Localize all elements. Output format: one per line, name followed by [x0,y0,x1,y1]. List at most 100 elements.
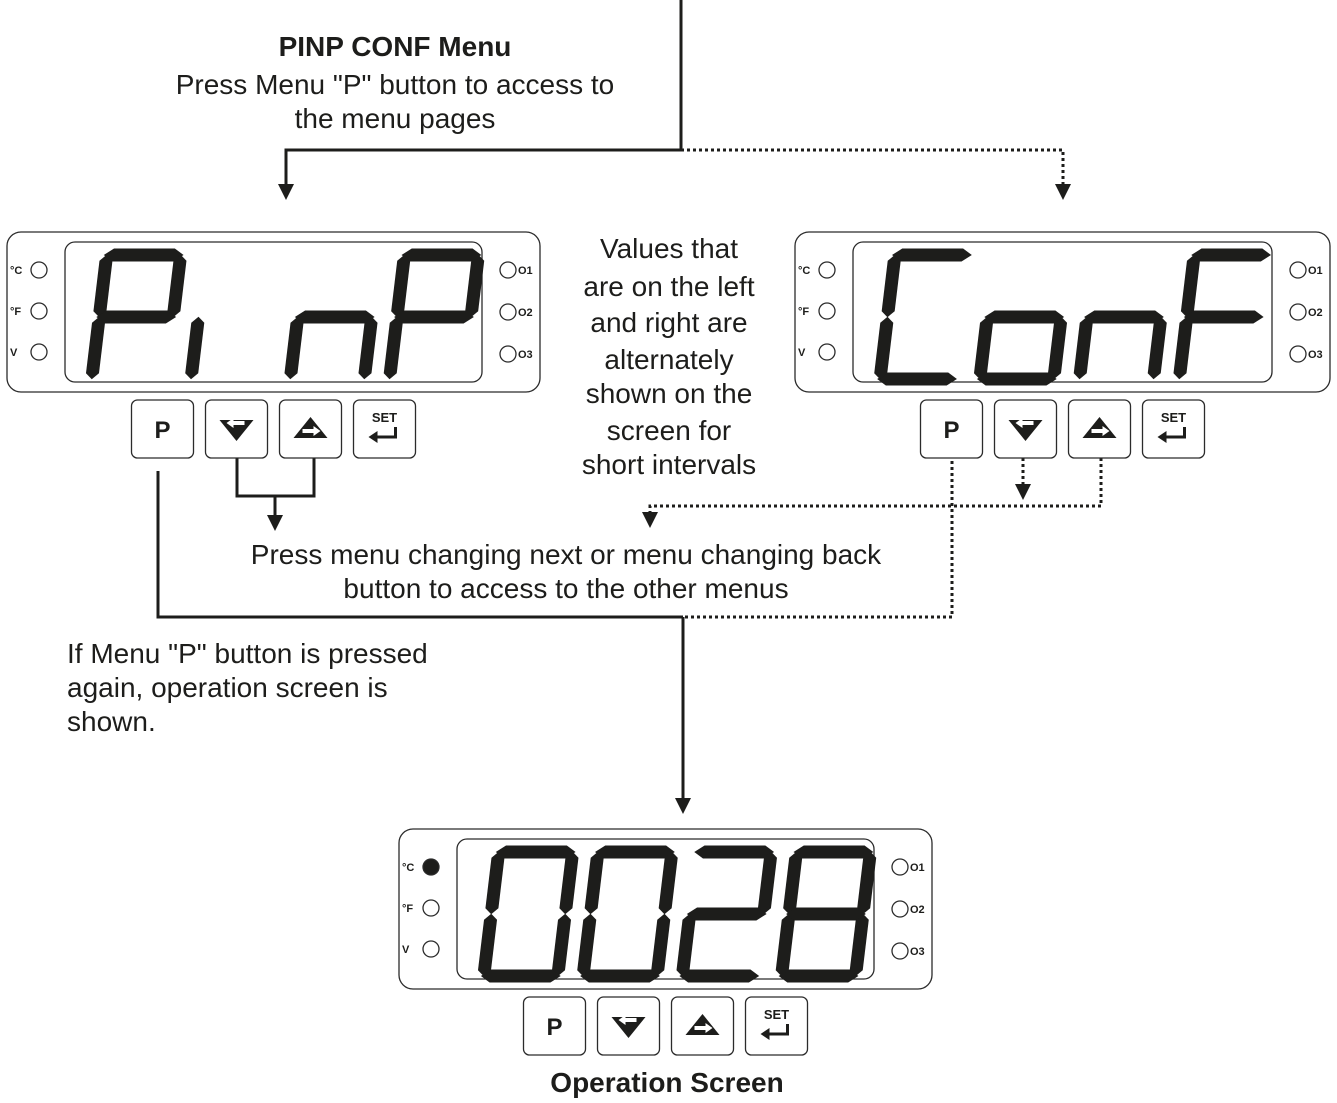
enter-arrow-icon [368,427,397,443]
captions: PINP CONF Menu Press Menu "P" button to … [67,31,882,1098]
set-button[interactable]: SET [1141,399,1206,459]
display-segment [792,845,875,859]
flow-connectors [156,0,1103,814]
display-window [64,241,483,383]
set-button-label: SET [1161,410,1186,425]
display-segment [393,310,475,324]
display-segment [678,969,760,983]
display-segment [693,845,775,859]
display-segment [294,310,376,324]
output-indicator-label: O1 [518,265,533,277]
unit-indicator-label: °F [10,306,21,318]
alternate-note-line-7: short intervals [582,449,756,480]
set-button-label: SET [372,410,397,425]
output-led [891,942,909,960]
enter-arrow-icon [1157,427,1186,443]
menu-button[interactable]: P [522,996,587,1056]
alternate-note-line-5: shown on the [586,378,753,409]
output-indicator-label: O3 [1308,349,1323,361]
back-arrow-icon [611,1015,646,1038]
output-led [1289,345,1307,363]
back-arrow-icon [1008,418,1043,441]
back-button[interactable] [596,996,661,1056]
unit-led [818,343,836,361]
alternate-note-line-1: Values that [600,233,738,264]
display-window [852,241,1273,383]
display-segment [1083,310,1165,324]
unit-led [30,261,48,279]
alternate-note-line-3: and right are [590,307,747,338]
enter-arrow-icon [760,1024,789,1040]
unit-led [422,940,440,958]
back-button[interactable] [993,399,1058,459]
menu-button-label: P [546,1014,562,1041]
back-arrow-icon [219,418,254,441]
display-segment [579,969,661,983]
output-indicator-label: O3 [518,349,533,361]
menu-button[interactable]: P [919,399,984,459]
display-segment [494,845,577,859]
exit-note-line-3: shown. [67,706,156,737]
intro-line-2: the menu pages [295,103,496,134]
unit-led [30,343,48,361]
output-indicator-label: O1 [1308,265,1323,277]
display-segment [1183,310,1265,324]
display-segment [785,907,867,921]
output-led [499,345,517,363]
exit-note-line-1: If Menu "P" button is pressed [67,638,428,669]
display-segment [686,907,768,921]
display-segment [480,969,562,983]
display-segment [102,248,185,262]
output-led [891,900,909,918]
unit-indicator-label: °C [10,265,22,277]
output-led [499,303,517,321]
set-button[interactable]: SET [352,399,417,459]
display-segment [891,248,973,262]
output-indicator-label: O1 [910,862,925,874]
display-segment [594,845,676,859]
operation-screen-caption: Operation Screen [550,1067,783,1098]
display-segment [777,969,860,983]
unit-indicator-label: °C [402,862,414,874]
next-button[interactable] [670,996,735,1056]
exit-note-line-2: again, operation screen is [67,672,388,703]
nav-note-line-2: button to access to the other menus [343,573,788,604]
set-button-label: SET [764,1007,789,1022]
unit-indicator-label: °F [402,903,413,915]
output-indicator-label: O2 [910,904,925,916]
display-segment [876,372,958,386]
menu-button-label: P [154,417,170,444]
unit-indicator-label: °F [798,306,809,318]
alternate-note-line-6: screen for [607,415,732,446]
unit-led [30,302,48,320]
unit-led [818,302,836,320]
output-indicator-label: O2 [518,307,533,319]
output-indicator-label: O2 [1308,307,1323,319]
unit-indicator-label: °C [798,265,810,277]
output-led [1289,303,1307,321]
menu-button[interactable]: P [130,399,195,459]
output-led [1289,261,1307,279]
unit-indicator-label: V [798,347,806,359]
set-button[interactable]: SET [744,996,809,1056]
next-button[interactable] [1067,399,1132,459]
next-arrow-icon [293,417,328,438]
next-button[interactable] [278,399,343,459]
unit-indicator-label: V [402,944,410,956]
alternate-note-line-4: alternately [604,344,733,375]
display-segment [95,310,177,324]
display-segment [983,310,1065,324]
output-indicator-label: O3 [910,946,925,958]
intro-line-1: Press Menu "P" button to access to [176,69,615,100]
unit-indicator-label: V [10,347,18,359]
next-arrow-icon [685,1014,720,1035]
diagram-title: PINP CONF Menu [279,31,512,62]
back-button[interactable] [204,399,269,459]
unit-led [818,261,836,279]
output-led [499,261,517,279]
menu-button-label: P [943,417,959,444]
display-segment [976,372,1058,386]
